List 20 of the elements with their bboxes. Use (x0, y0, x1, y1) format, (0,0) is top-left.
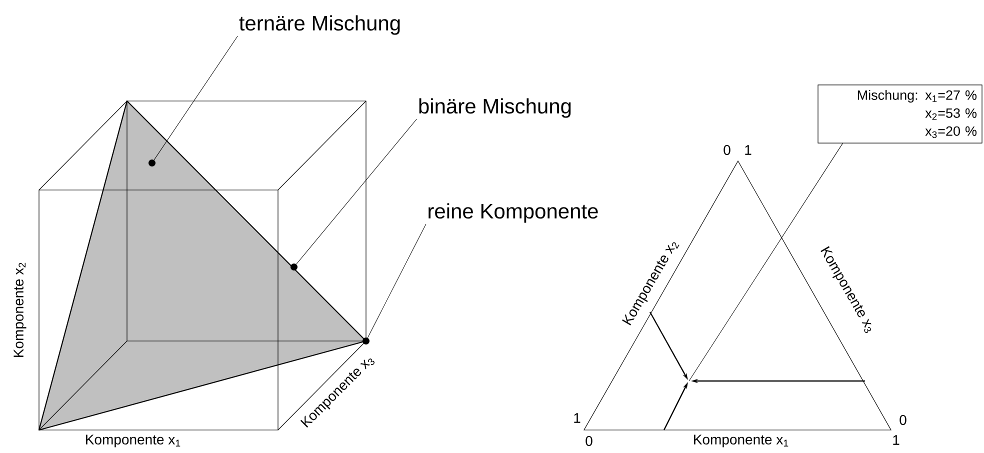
axis-label: Komponente x$_{2}$ (14, 262, 26, 357)
point-marker (290, 264, 298, 270)
tick-label: 0 (724, 145, 730, 155)
point-marker (362, 338, 370, 344)
point-marker (148, 160, 156, 166)
leader-line (154, 36, 238, 160)
tick-label: 0 (586, 436, 592, 446)
leader-line (367, 224, 426, 338)
tick-label: 1 (893, 435, 900, 445)
tick-label: 1 (574, 413, 580, 423)
callout-text: reine Komponente (428, 203, 598, 223)
tick-label: 0 (900, 415, 906, 425)
leader-line (296, 118, 418, 264)
callout-text: ternäre Mischung (239, 15, 400, 35)
axis-label: Komponente x$_{1}$ (694, 434, 788, 448)
callout-text: binäre Mischung (419, 98, 571, 118)
info-box: Mischung: x$_{1}$=27 % x$_{2}$=53 % x$_{3}$=20 % (818, 84, 982, 144)
tick-label: 1 (745, 145, 752, 155)
axis-label: Komponente x$_{1}$ (86, 434, 180, 448)
leader-line (688, 143, 843, 382)
